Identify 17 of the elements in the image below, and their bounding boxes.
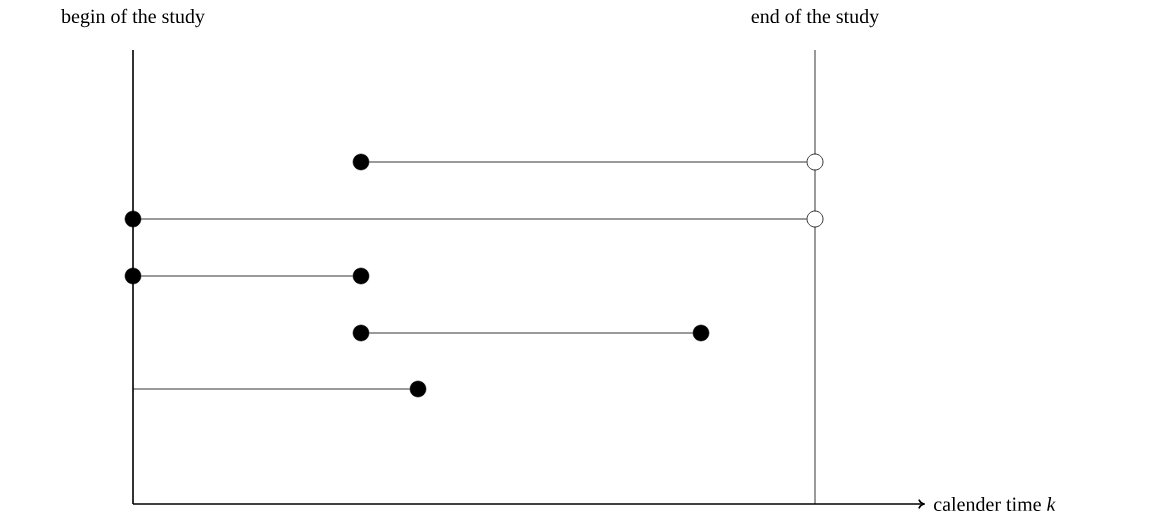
filled-dot [352,153,370,171]
line-segment [140,275,354,277]
open-circle [806,153,824,171]
line-segment [368,332,694,334]
filled-dot [352,267,370,285]
filled-dot [124,267,142,285]
filled-dot [409,380,427,398]
filled-dot [124,210,142,228]
axis-label: end of the study [751,8,880,28]
line-segment [132,388,411,390]
axis-label: calender time k [934,497,1056,512]
line-segment [368,161,807,163]
filled-dot [352,324,370,342]
open-circle [806,210,824,228]
line-segment [140,218,807,220]
filled-dot [692,324,710,342]
axis-label: begin of the study [61,8,205,28]
